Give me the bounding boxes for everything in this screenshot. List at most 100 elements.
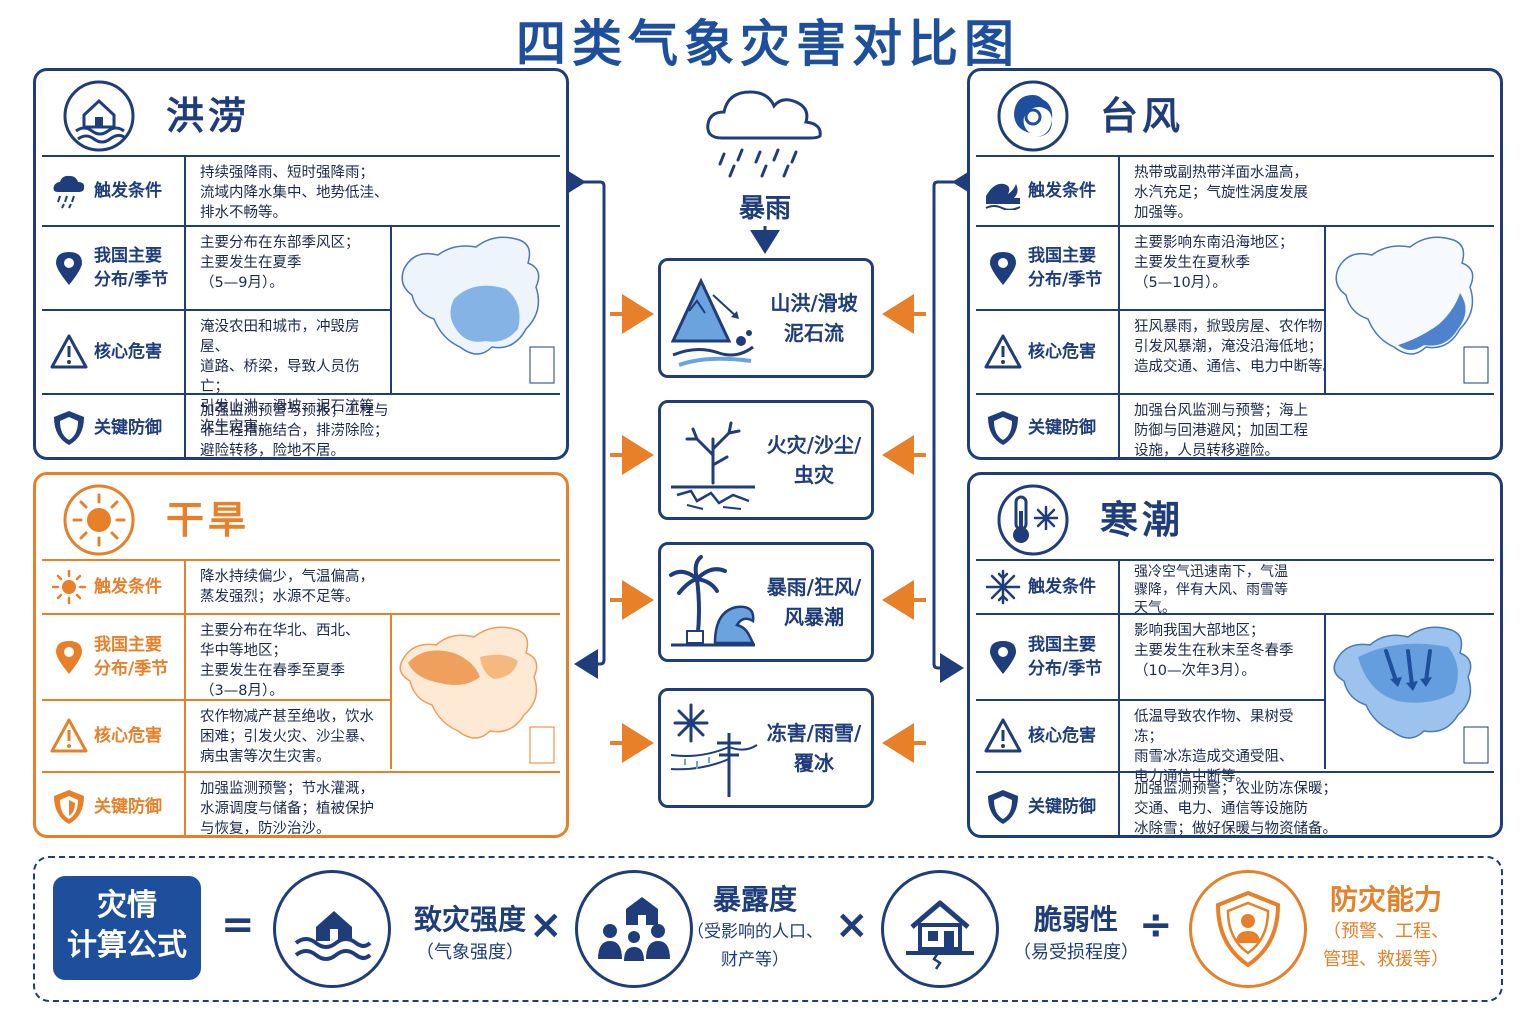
center-box-label: 火灾/沙尘/ 虫灾	[766, 433, 862, 487]
disaster-formula: 灾情 计算公式 = 致灾强度 （气象强度） × 暴露度 （受影响的人口、 财产等…	[33, 856, 1503, 1002]
shield-icon	[988, 790, 1018, 824]
row-text: 加强监测预警；农业防冻保暖； 交通、电力、通信等设施防 冰除雪；做好保暖与物资储…	[1134, 781, 1337, 837]
wave-icon	[985, 183, 1021, 210]
panel-title: 台风	[1100, 94, 1185, 138]
row-label: 关键防御	[1028, 418, 1096, 438]
panel-title: 干旱	[166, 498, 251, 542]
row-label: 关键防御	[1028, 797, 1096, 817]
row-hazard: 核心危害 低温导致农作物、果树受冻； 雨雪冰冻造成交通受阻、 电力通信中断等。	[976, 699, 1494, 785]
people-house-icon	[598, 897, 670, 961]
panel-title: 寒潮	[1100, 498, 1185, 542]
row-label: 核心危害	[1028, 726, 1096, 746]
row-text: 主要分布在东部季风区； 主要发生在夏季 （5—9月）。	[200, 235, 360, 291]
hazard-intensity-circle	[273, 870, 391, 988]
row-label: 触发条件	[1028, 577, 1096, 597]
term-note: （预警、工程、 管理、救援等）	[1323, 921, 1449, 970]
sun-icon	[51, 569, 87, 605]
row-defense: 关键防御 加强监测预警与预报；工程与 非工程措施结合，排涝除险； 避险转移，险地…	[42, 393, 560, 459]
row-label: 我国主要 分布/季节	[1028, 246, 1103, 290]
row-hazard: 核心危害 农作物减产甚至绝收，饮水 困难；引发火灾、沙尘暴、 病虫害等次生灾害。	[42, 699, 560, 771]
row-text: 低温导致农作物、果树受冻； 雨雪冰冻造成交通受阻、 电力通信中断等。	[1134, 709, 1294, 785]
cracked-house-icon	[906, 900, 974, 970]
rain-cloud-icon	[53, 175, 85, 209]
rain-cloud-icon	[706, 90, 822, 178]
row-text: 持续强降雨、短时强降雨； 流域内降水集中、地势低洼、 排水不畅等。	[200, 165, 389, 221]
snowflake-icon	[985, 569, 1021, 605]
warning-icon	[50, 718, 88, 753]
row-label: 触发条件	[94, 181, 162, 201]
shield-icon	[988, 411, 1018, 445]
center-box-storm-surge: 暴雨/狂风/ 风暴潮	[658, 542, 874, 662]
row-hazard: 核心危害 淹没农田和城市，冲毁房屋、 道路、桥梁，导致人员伤亡； 引发山洪、滑坡…	[42, 309, 560, 435]
sun-icon	[63, 484, 135, 556]
panel-title: 洪涝	[166, 94, 251, 138]
row-defense: 关键防御 加强台风监测与预警；海上 防御与回港避风；加固工程 设施，人员转移避险…	[976, 393, 1494, 459]
panel-drought: 干旱 触发条件 降水持续偏少，气温偏高， 蒸发强烈；水源不足等。 我国主要 分布…	[33, 472, 569, 838]
term-name: 防灾能力	[1329, 883, 1442, 916]
row-text: 热带或副热带洋面水温高， 水汽充足；气旋性涡度发展 加强等。	[1134, 165, 1308, 221]
exposure-circle	[575, 870, 693, 988]
row-text: 降水持续偏少，气温偏高， 蒸发强烈；水源不足等。	[200, 569, 374, 605]
row-text: 狂风暴雨，掀毁房屋、农作物； 引发风暴潮，淹没沿海低地； 造成交通、通信、电力中…	[1134, 319, 1337, 375]
location-pin-icon	[990, 641, 1016, 674]
landslide-icon	[670, 277, 754, 367]
row-text: 淹没农田和城市，冲毁房屋、 道路、桥梁，导致人员伤亡； 引发山洪、滑坡、泥石流等…	[200, 319, 374, 435]
panel-cold-wave: 寒潮 触发条件 强冷空气迅速南下，气温 骤降，伴有大风、雨雪等 天气。 我国主要…	[967, 472, 1503, 838]
multiply-sign: ×	[529, 902, 563, 948]
china-map-image	[390, 227, 560, 393]
hazard-intensity-term: 致灾强度 （气象强度）	[395, 898, 545, 968]
row-label: 核心危害	[1028, 342, 1096, 362]
row-text: 主要影响东南沿海地区； 主要发生在夏秋季 （5—10月）。	[1134, 235, 1294, 291]
warning-icon	[984, 334, 1022, 369]
term-note: （气象强度）	[416, 942, 524, 963]
shield-icon	[54, 790, 84, 824]
row-text: 农作物减产甚至绝收，饮水 困难；引发火灾、沙尘暴、 病虫害等次生灾害。	[200, 709, 374, 765]
center-box-fire-dust: 火灾/沙尘/ 虫灾	[658, 400, 874, 520]
term-name: 暴露度	[712, 883, 797, 916]
row-trigger: 触发条件 持续强降雨、短时强降雨； 流域内降水集中、地势低洼、 排水不畅等。	[42, 155, 560, 225]
china-map-image	[1324, 615, 1494, 769]
palm-wave-icon	[669, 555, 756, 647]
warning-icon	[50, 334, 88, 369]
row-text: 加强监测预警；节水灌溉， 水源调度与储备；植被保护 与恢复，防沙治沙。	[200, 781, 374, 837]
equals-sign: =	[221, 902, 255, 948]
term-name: 致灾强度	[413, 903, 526, 936]
row-text: 加强监测预警与预报；工程与 非工程措施结合，排涝除险； 避险转移，险地不居。	[200, 403, 389, 459]
center-box-label: 山洪/滑坡 泥石流	[770, 291, 858, 345]
vulnerability-term: 脆弱性 （易受损程度）	[1001, 898, 1151, 968]
center-box-mountain-flood: 山洪/滑坡 泥石流	[658, 258, 874, 378]
china-map-image	[390, 615, 560, 769]
row-label: 核心危害	[94, 342, 162, 362]
exposure-term: 暴露度 （受影响的人口、 财产等）	[685, 878, 825, 974]
term-note: （受影响的人口、 财产等）	[687, 922, 823, 970]
center-box-label: 暴雨/狂风/ 风暴潮	[766, 575, 862, 629]
row-label: 关键防御	[94, 418, 162, 438]
row-label: 我国主要 分布/季节	[1028, 635, 1103, 679]
row-label: 触发条件	[94, 577, 162, 597]
row-label: 我国主要 分布/季节	[94, 635, 169, 679]
row-label: 关键防御	[94, 797, 162, 817]
flooded-house-icon	[63, 80, 135, 152]
shield-person-icon	[1215, 890, 1281, 968]
row-trigger: 触发条件 热带或副热带洋面水温高， 水汽充足；气旋性涡度发展 加强等。	[976, 155, 1494, 225]
warning-icon	[984, 718, 1022, 753]
row-defense: 关键防御 加强监测预警；节水灌溉， 水源调度与储备；植被保护 与恢复，防沙治沙。	[42, 771, 560, 837]
typhoon-icon	[997, 80, 1069, 152]
rainstorm-label: 暴雨	[738, 194, 791, 224]
row-label: 触发条件	[1028, 181, 1096, 201]
location-pin-icon	[56, 641, 82, 674]
dead-tree-icon	[671, 421, 755, 510]
location-pin-icon	[56, 252, 82, 285]
row-hazard: 核心危害 狂风暴雨，掀毁房屋、农作物； 引发风暴潮，淹没沿海低地； 造成交通、通…	[976, 309, 1494, 393]
row-distribution: 我国主要 分布/季节 主要影响东南沿海地区； 主要发生在夏秋季 （5—10月）。	[976, 225, 1494, 393]
row-text: 影响我国大部地区； 主要发生在秋末至冬春季 （10—次年3月）。	[1134, 623, 1294, 679]
center-box-freeze: 冻害/雨雪/ 覆冰	[658, 688, 874, 808]
row-text: 加强台风监测与预警；海上 防御与回港避风；加固工程 设施，人员转移避险。	[1134, 403, 1308, 459]
term-name: 脆弱性	[1033, 903, 1118, 936]
flood-house-icon	[294, 911, 372, 961]
row-label: 核心危害	[94, 726, 162, 746]
row-text: 主要分布在华北、西北、 华中等地区； 主要发生在春季至夏季 （3—8月）。	[200, 623, 360, 699]
formula-badge: 灾情 计算公式	[53, 876, 201, 980]
row-label: 我国主要 分布/季节	[94, 246, 169, 290]
